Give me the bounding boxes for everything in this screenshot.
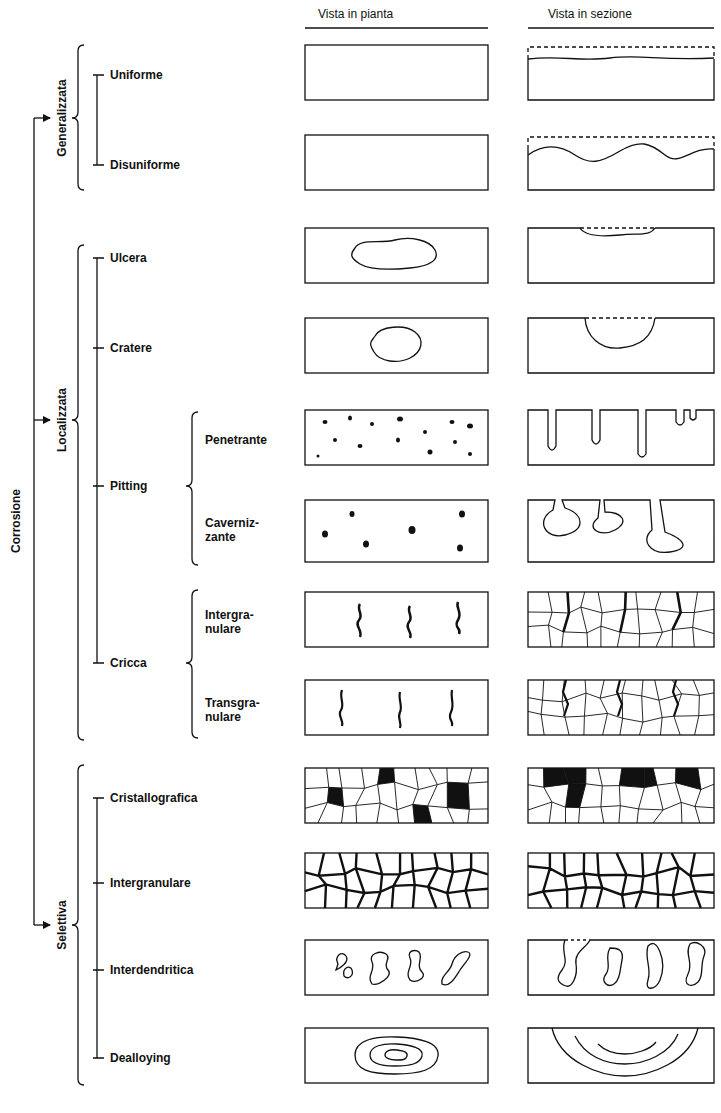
subtype-label: Intergra- nulare: [205, 608, 275, 636]
transgranular-crack: [305, 680, 488, 735]
column-header: Vista in pianta: [318, 7, 393, 21]
crack-line: [673, 592, 681, 630]
type-label: Cricca: [110, 656, 147, 670]
type-label: Disuniforme: [110, 158, 180, 172]
attacked-grain: [563, 768, 586, 784]
subtype-label: Caverniz- zante: [205, 516, 275, 544]
category-label: Generalizzata: [55, 79, 69, 156]
crack-line: [563, 680, 568, 716]
grain-boundary: [528, 592, 714, 647]
grain-boundary: [528, 853, 714, 908]
attacked-grain: [619, 768, 644, 788]
penetrating-pitting: [305, 410, 714, 465]
grain-boundary: [305, 853, 488, 908]
uniform-corrosion: [305, 45, 714, 100]
grain-box: [305, 592, 714, 908]
attacked-grain: [413, 804, 432, 823]
type-label: Uniforme: [110, 68, 163, 82]
header-rule: [305, 27, 714, 28]
subtype-label: Penetrante: [205, 433, 267, 447]
grain-structure: [305, 592, 714, 908]
type-label: Interdendritica: [110, 963, 193, 977]
category-label: Selettiva: [55, 900, 69, 949]
nonuniform-corrosion: [305, 135, 714, 190]
type-label: Ulcera: [110, 251, 147, 265]
crack-line: [673, 680, 678, 716]
crack-line: [563, 592, 569, 632]
category-label: Corrosione: [9, 489, 23, 553]
tree-bracket: [34, 45, 198, 1085]
column-header: Vista in sezione: [548, 7, 632, 21]
type-label: Cristallografica: [110, 791, 197, 805]
type-label: Intergranulare: [110, 876, 191, 890]
dealloying-corrosion: [305, 1028, 714, 1083]
type-label: Cratere: [110, 341, 152, 355]
grain-boundary: [528, 768, 714, 823]
crack-line: [617, 680, 622, 716]
grain-boundary: [305, 768, 488, 823]
intergranular-crack: [305, 592, 488, 647]
crater-corrosion: [305, 318, 714, 373]
attacked-grain: [447, 782, 469, 809]
ulcer-corrosion: [305, 228, 714, 283]
attacked-grain: [327, 787, 343, 806]
cavernous-pitting: [305, 500, 714, 562]
crack-line: [620, 592, 626, 632]
grain-boundary: [528, 680, 714, 735]
subtype-label: Transgra- nulare: [205, 696, 275, 724]
type-label: Dealloying: [110, 1051, 171, 1065]
interdendritic-corrosion: [305, 940, 714, 995]
type-label: Pitting: [110, 479, 147, 493]
category-label: Localizzata: [55, 388, 69, 452]
